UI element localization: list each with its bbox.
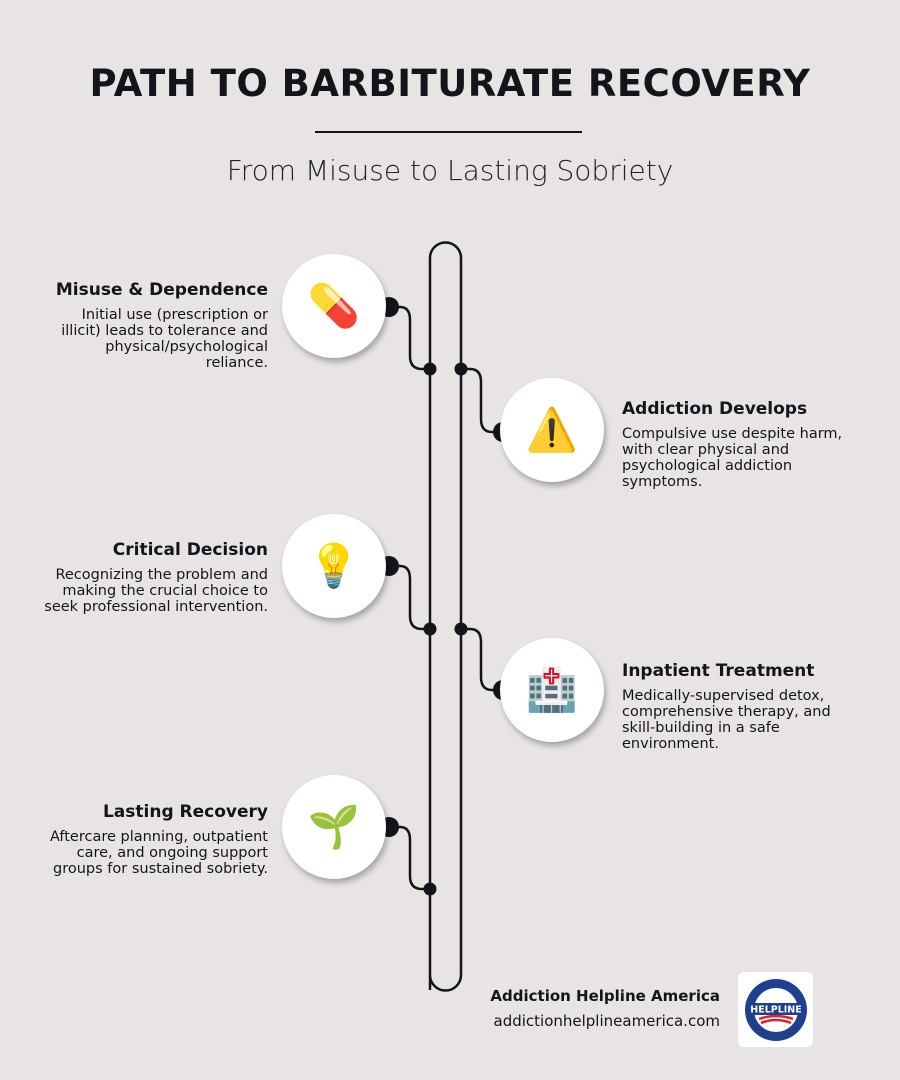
- step-title: Critical Decision: [112, 540, 268, 560]
- lightbulb-icon: 💡: [282, 514, 386, 618]
- step-title: Misuse & Dependence: [55, 280, 268, 300]
- step-description: Medically-supervised detox, comprehensiv…: [622, 688, 831, 752]
- pill-icon: 💊: [282, 254, 386, 358]
- junction-dot: [423, 622, 437, 636]
- junction-dot: [454, 622, 468, 636]
- step-description: Initial use (prescription or illicit) le…: [61, 307, 268, 371]
- step-addiction: Addiction Develops Compulsive use despit…: [622, 399, 847, 491]
- step-title: Addiction Develops: [622, 399, 808, 419]
- connector-4: [461, 627, 503, 692]
- connector-1: [389, 305, 430, 371]
- junction-dot: [454, 362, 468, 376]
- step-description: Recognizing the problem and making the c…: [44, 567, 268, 615]
- junction-dot: [423, 362, 437, 376]
- step-title: Lasting Recovery: [102, 802, 268, 822]
- step-inpatient: Inpatient Treatment Medically-supervised…: [622, 661, 847, 753]
- connector-3: [389, 564, 430, 631]
- step-title: Inpatient Treatment: [622, 661, 815, 681]
- timeline-loop: [428, 241, 463, 992]
- title-divider: [315, 131, 582, 133]
- brand-url[interactable]: addictionhelplineamerica.com: [493, 1012, 721, 1030]
- brand-block: Addiction Helpline America addictionhelp…: [490, 987, 720, 1030]
- warning-icon: ⚠️: [500, 378, 604, 482]
- seedling-icon: 🌱: [282, 775, 386, 879]
- step-description: Compulsive use despite harm, with clear …: [622, 426, 843, 490]
- junction-dot: [423, 882, 437, 896]
- step-description: Aftercare planning, outpatient care, and…: [49, 829, 268, 877]
- step-recovery: Lasting Recovery Aftercare planning, out…: [43, 802, 268, 878]
- svg-text:HELPLINE: HELPLINE: [750, 1004, 802, 1015]
- helpline-logo: HELPLINE: [738, 972, 813, 1047]
- helpline-seal-icon: HELPLINE: [744, 978, 807, 1041]
- connector-2: [461, 367, 503, 434]
- connector-5: [389, 825, 430, 891]
- brand-name: Addiction Helpline America: [490, 987, 720, 1005]
- hospital-icon: 🏥: [500, 638, 604, 742]
- step-misuse: Misuse & Dependence Initial use (prescri…: [43, 280, 268, 372]
- page-subtitle: From Misuse to Lasting Sobriety: [226, 154, 674, 187]
- page-title: PATH TO BARBITURATE RECOVERY: [89, 62, 811, 105]
- step-decision: Critical Decision Recognizing the proble…: [43, 540, 268, 616]
